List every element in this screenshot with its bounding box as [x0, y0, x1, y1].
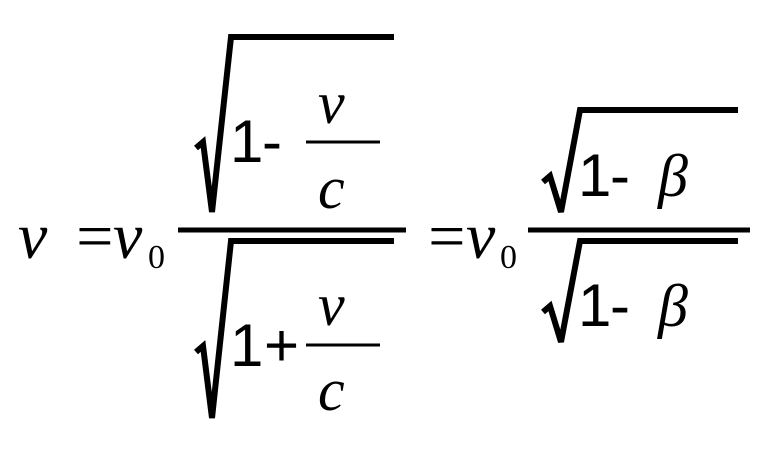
term1-den-v: v — [318, 272, 345, 338]
term2-num-beta: β — [657, 143, 688, 209]
term1-num-radical — [194, 34, 394, 213]
term2-den-radical — [541, 238, 738, 343]
lhs-equals: = — [72, 200, 117, 273]
term1-num-minus: - — [262, 108, 282, 175]
term1-den-one: 1 — [230, 312, 263, 379]
middle-equals: = — [424, 200, 469, 273]
term2-num-minus: - — [610, 142, 630, 209]
term2-num-radical — [541, 107, 738, 213]
term1-den-plus: + — [264, 312, 299, 379]
term1-den-c: c — [318, 357, 345, 423]
term2-den-one: 1 — [578, 272, 611, 339]
term2-nu: ν — [466, 200, 496, 273]
term2-nu-subscript: 0 — [500, 239, 517, 276]
term2-den-beta: β — [657, 273, 688, 339]
term1-num-c: c — [318, 155, 345, 221]
term1-num-v: v — [318, 70, 345, 136]
term2-num-one: 1 — [578, 142, 611, 209]
term2-den-minus: - — [610, 272, 630, 339]
term1-den-radical — [194, 238, 394, 419]
lhs-nu: ν — [18, 200, 48, 273]
term1-nu: ν — [113, 200, 143, 273]
term1-num-one: 1 — [230, 108, 263, 175]
term1-nu-subscript: 0 — [148, 239, 165, 276]
